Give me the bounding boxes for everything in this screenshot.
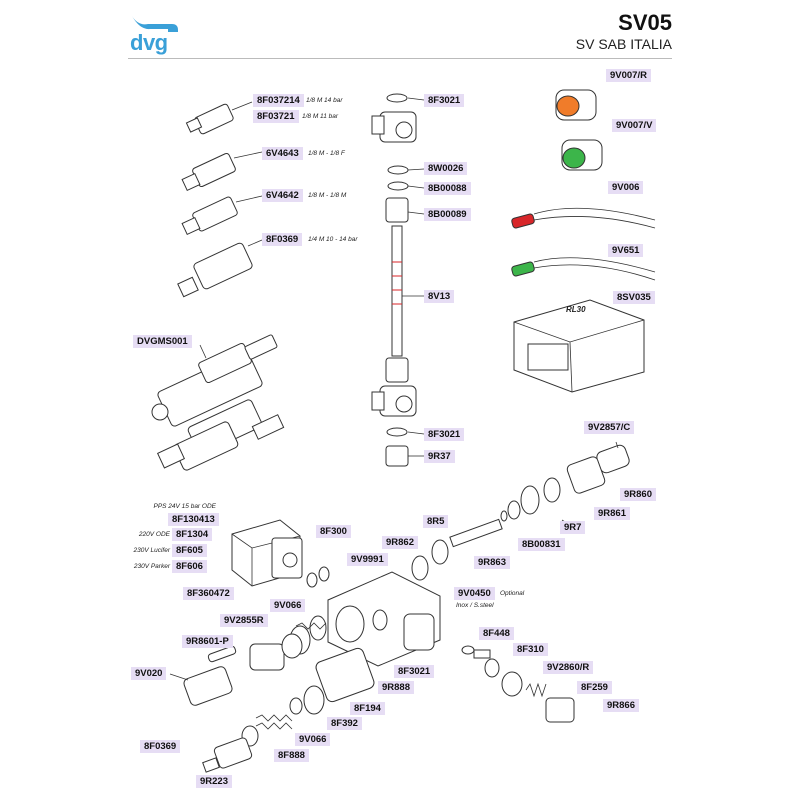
part-label-9V2860R: 9V2860/R bbox=[543, 661, 594, 674]
relay-8SV035-drawing bbox=[513, 299, 645, 393]
part-label-9R7: 9R7 bbox=[560, 521, 586, 534]
part-label-8F3021-bottom: 8F3021 bbox=[394, 665, 435, 678]
logo-text: dvg bbox=[130, 30, 168, 55]
part-label-9R37: 9R37 bbox=[424, 450, 455, 463]
part-label-8W0026: 8W0026 bbox=[424, 162, 468, 175]
part-label-8F0369-bottom: 8F0369 bbox=[140, 740, 181, 753]
page-title: SV05 bbox=[618, 10, 672, 35]
part-label-8F606: 8F606 bbox=[172, 560, 207, 573]
part-label-9R861: 9R861 bbox=[594, 507, 630, 520]
adapter-6V4643-drawing bbox=[181, 151, 263, 192]
part-label-8B00831: 8B00831 bbox=[518, 538, 565, 551]
push-button-9V007R-drawing bbox=[555, 89, 597, 121]
part-label-DVGMS001: DVGMS001 bbox=[133, 335, 192, 348]
part-label-8F392: 8F392 bbox=[327, 717, 362, 730]
part-label-8R5: 8R5 bbox=[423, 515, 449, 528]
adapter-6V4642-drawing bbox=[181, 195, 263, 236]
relay-model-text: RL30 bbox=[566, 305, 586, 314]
part-label-9V0450: 9V0450 bbox=[454, 587, 495, 600]
part-label-8SV035: 8SV035 bbox=[613, 291, 655, 304]
part-label-9R863: 9R863 bbox=[474, 556, 510, 569]
coil-note-pps: PPS 24V 15 bar ODE bbox=[153, 503, 216, 510]
part-label-8F130413: 8F130413 bbox=[168, 513, 219, 526]
part-label-9R866: 9R866 bbox=[603, 699, 639, 712]
part-label-8F03721: 8F03721 bbox=[253, 110, 299, 123]
part-label-8F194: 8F194 bbox=[350, 702, 385, 715]
part-label-8F259: 8F259 bbox=[577, 681, 612, 694]
part-label-8F605: 8F605 bbox=[172, 544, 207, 557]
part-note-optional: Optional bbox=[500, 590, 525, 597]
part-label-8F888: 8F888 bbox=[274, 749, 309, 762]
part-label-9V066-top: 9V066 bbox=[270, 599, 306, 612]
part-label-9V066-bottom: 9V066 bbox=[295, 733, 331, 746]
part-label-9R862: 9R862 bbox=[382, 536, 418, 549]
manifold-DVGMS001-drawing bbox=[151, 334, 285, 471]
dvg-logo-icon bbox=[132, 16, 178, 32]
part-label-6V4642: 6V4642 bbox=[262, 189, 303, 202]
part-label-8B00089: 8B00089 bbox=[424, 208, 471, 221]
part-note-8F037214: 1/8 M 14 bar bbox=[306, 97, 343, 104]
part-label-9R223: 9R223 bbox=[196, 775, 232, 788]
valve-assembly-9V2857C-drawing bbox=[411, 441, 630, 581]
pressure-switch-8F037214-drawing bbox=[185, 101, 253, 135]
part-label-8F448: 8F448 bbox=[479, 627, 514, 640]
tap-9V020-drawing bbox=[169, 645, 237, 706]
part-label-8B00088: 8B00088 bbox=[424, 182, 471, 195]
part-note-6V4642: 1/8 M - 1/8 M bbox=[308, 192, 347, 199]
part-note-6V4643: 1/8 M - 1/8 F bbox=[308, 150, 345, 157]
part-label-8F3021-middle: 8F3021 bbox=[424, 428, 465, 441]
indicator-lamp-9V006-drawing bbox=[511, 207, 656, 229]
pressure-switch-8F0369-drawing bbox=[177, 239, 263, 298]
part-label-8V13: 8V13 bbox=[424, 290, 455, 303]
part-label-8F1304: 8F1304 bbox=[172, 528, 213, 541]
part-label-8F310: 8F310 bbox=[513, 643, 548, 656]
part-label-9V007V: 9V007/V bbox=[612, 119, 657, 132]
part-label-9V007R: 9V007/R bbox=[606, 69, 651, 82]
indicator-lamp-9V651-drawing bbox=[511, 257, 656, 281]
part-label-9V006: 9V006 bbox=[608, 181, 644, 194]
part-label-6V4643: 6V4643 bbox=[262, 147, 303, 160]
part-label-9V651: 9V651 bbox=[608, 244, 644, 257]
part-label-9R888: 9R888 bbox=[378, 681, 414, 694]
part-label-9R860: 9R860 bbox=[620, 488, 656, 501]
part-label-8F0369-top: 8F0369 bbox=[262, 233, 303, 246]
part-note-inox: Inox / S.steel bbox=[456, 602, 494, 609]
sight-glass-assembly-drawing bbox=[371, 93, 425, 467]
part-label-8F037214: 8F037214 bbox=[253, 94, 304, 107]
part-label-8F360472: 8F360472 bbox=[183, 587, 234, 600]
push-button-9V007V-drawing bbox=[561, 139, 603, 171]
part-label-9V2857C: 9V2857/C bbox=[584, 421, 635, 434]
coil-note-lucifer: 230V Lucifer bbox=[133, 547, 171, 554]
part-note-8F0369: 1/4 M 10 - 14 bar bbox=[308, 236, 358, 243]
valve-8F448-drawing bbox=[461, 645, 575, 723]
coil-note-parker: 230V Parker bbox=[133, 563, 170, 570]
coil-note-220v: 220V ODE bbox=[138, 531, 170, 538]
page-subtitle: SV SAB ITALIA bbox=[575, 36, 672, 52]
header-divider bbox=[128, 58, 672, 59]
part-note-8F03721: 1/8 M 11 bar bbox=[302, 113, 339, 120]
part-label-9R8601P: 9R8601-P bbox=[182, 635, 233, 648]
group-valve-body-drawing bbox=[249, 571, 441, 671]
part-label-9V2855R: 9V2855R bbox=[220, 614, 268, 627]
part-label-8F300: 8F300 bbox=[316, 525, 351, 538]
part-label-8F3021-top: 8F3021 bbox=[424, 94, 465, 107]
filter-holder-drawing bbox=[202, 622, 375, 773]
part-label-9V020: 9V020 bbox=[131, 667, 167, 680]
part-label-9V9991: 9V9991 bbox=[347, 553, 388, 566]
solenoid-coil-drawing bbox=[231, 519, 330, 588]
